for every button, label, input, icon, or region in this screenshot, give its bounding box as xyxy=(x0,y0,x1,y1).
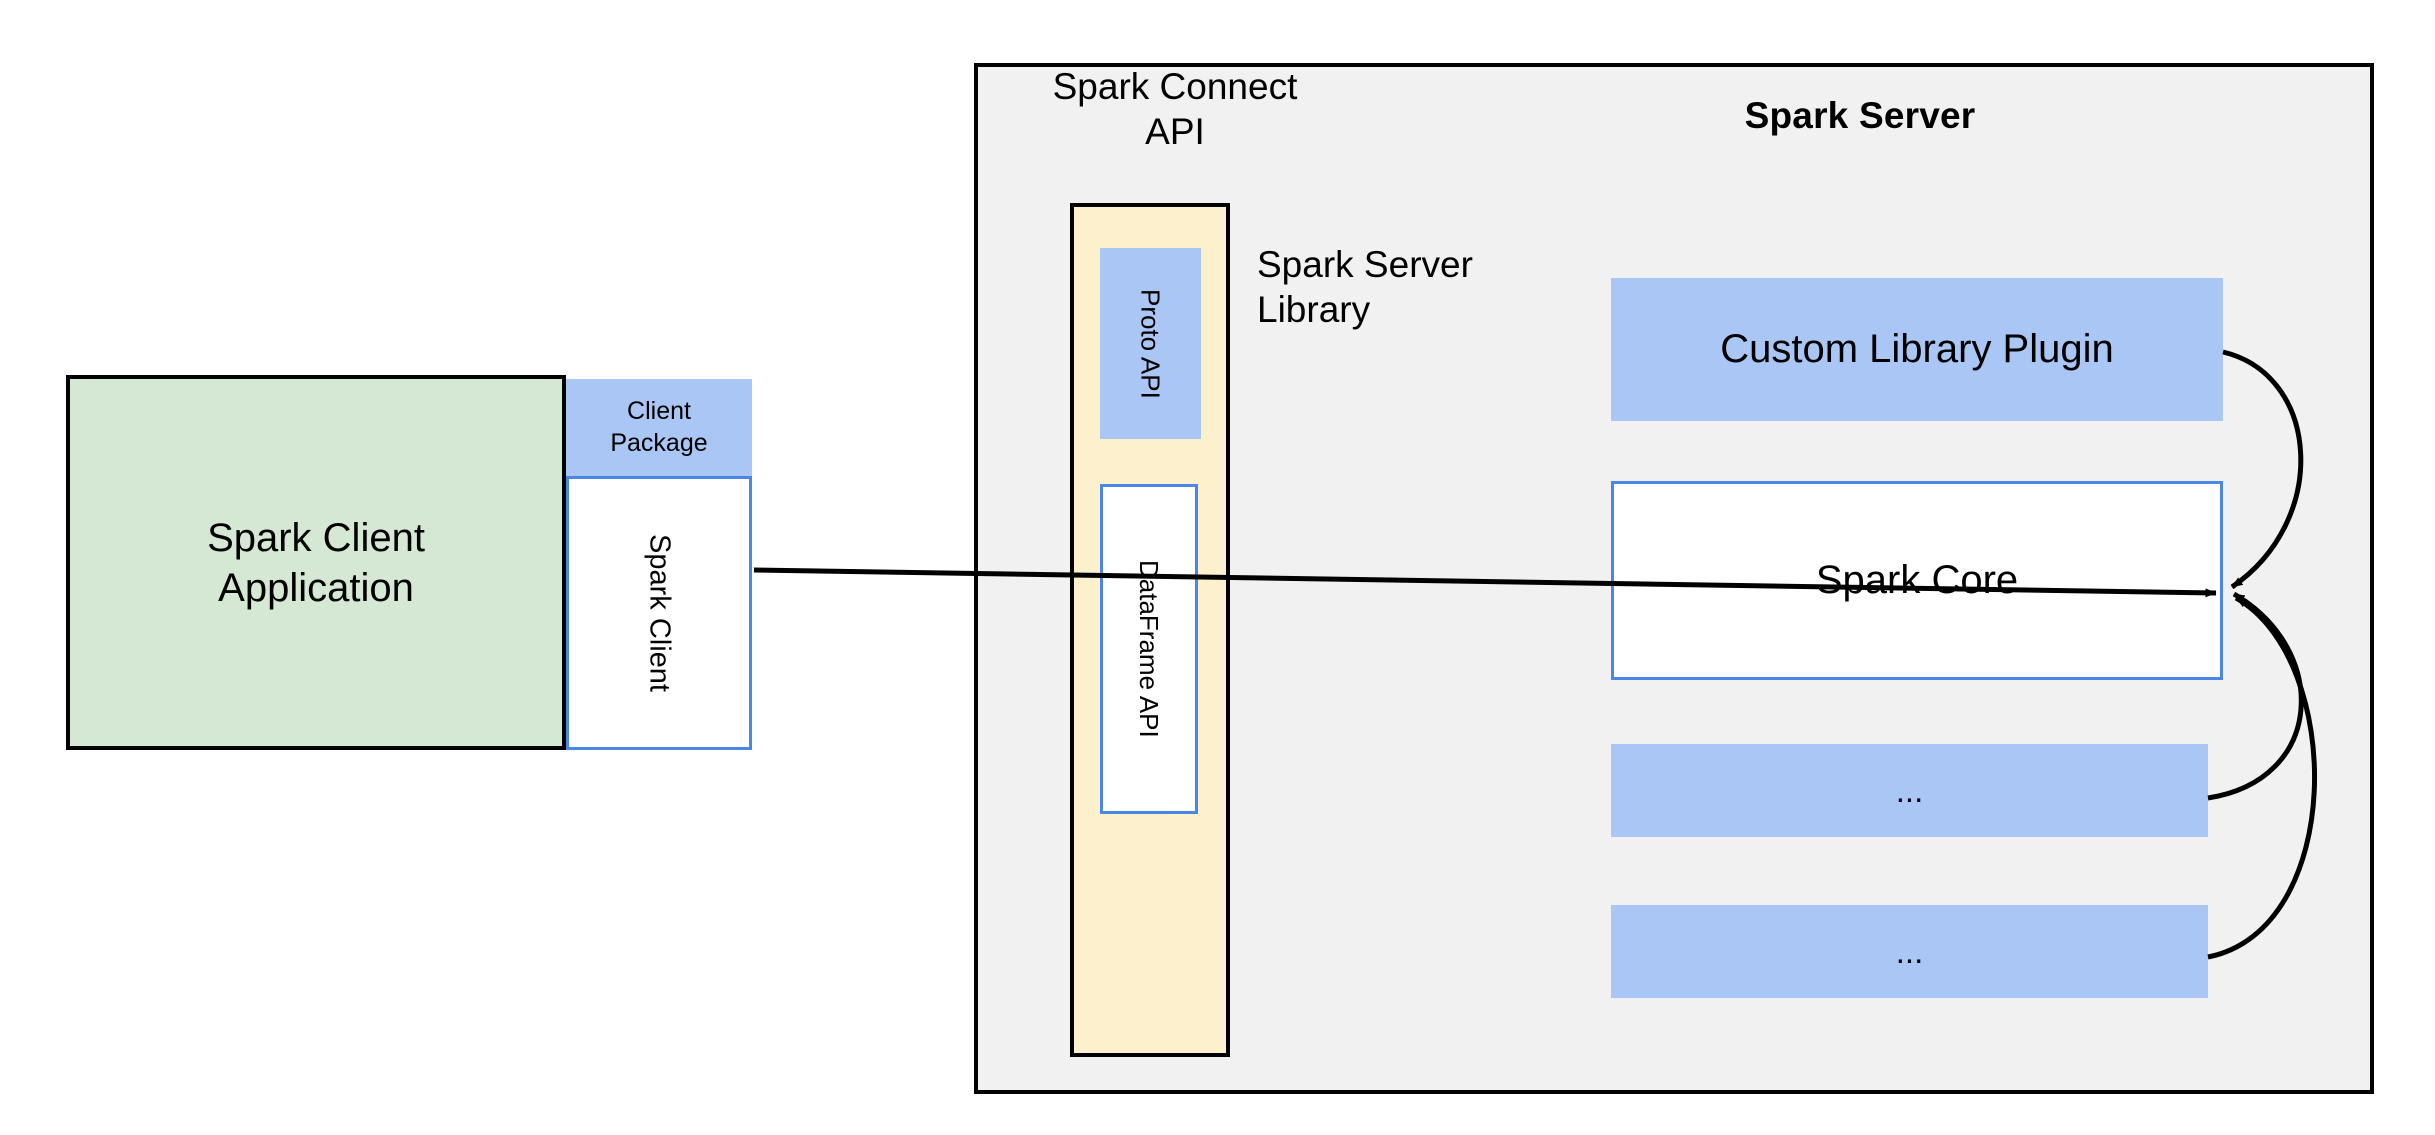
proto-api-box[interactable]: Proto API xyxy=(1100,248,1201,439)
spark-connect-api-label-line1: Spark Connect xyxy=(1052,66,1298,107)
spark-core-box[interactable]: Spark Core xyxy=(1611,481,2223,680)
spark-server-title: Spark Server xyxy=(1744,95,1976,136)
dataframe-api-label: DataFrame API xyxy=(1134,560,1164,738)
spark-client-label: Spark Client xyxy=(643,534,676,692)
client-package-label-line2: Package xyxy=(610,428,708,457)
custom-library-plugin-label: Custom Library Plugin xyxy=(1720,327,2114,371)
custom-library-plugin-box[interactable]: Custom Library Plugin xyxy=(1611,278,2223,421)
spark-connect-api-label: Spark Connect API xyxy=(975,64,1375,154)
spark-client-application-label-line1: Spark Client xyxy=(207,515,425,560)
dataframe-api-box[interactable]: DataFrame API xyxy=(1100,484,1198,814)
ellipsis-block-2[interactable]: ... xyxy=(1611,905,2208,998)
ellipsis-block-1-label: ... xyxy=(1895,771,1924,809)
spark-client-application-label-line2: Application xyxy=(218,565,414,610)
spark-server-library-label-line1: Spark Server xyxy=(1257,244,1473,285)
spark-server-library-label-line2: Library xyxy=(1257,289,1371,331)
spark-core-label: Spark Core xyxy=(1815,558,2019,602)
spark-client-application-box[interactable]: Spark Client Application xyxy=(66,375,566,750)
proto-api-label: Proto API xyxy=(1135,288,1166,399)
spark-connect-api-label-line2: API xyxy=(1145,111,1205,153)
spark-server-library-label: Spark Server Library xyxy=(1257,242,1587,332)
client-package-label-line1: Client xyxy=(627,397,691,426)
ellipsis-block-1[interactable]: ... xyxy=(1611,744,2208,837)
client-package-box[interactable]: Client Package xyxy=(566,379,752,476)
ellipsis-block-2-label: ... xyxy=(1895,932,1924,970)
spark-client-box[interactable]: Spark Client xyxy=(566,476,752,750)
